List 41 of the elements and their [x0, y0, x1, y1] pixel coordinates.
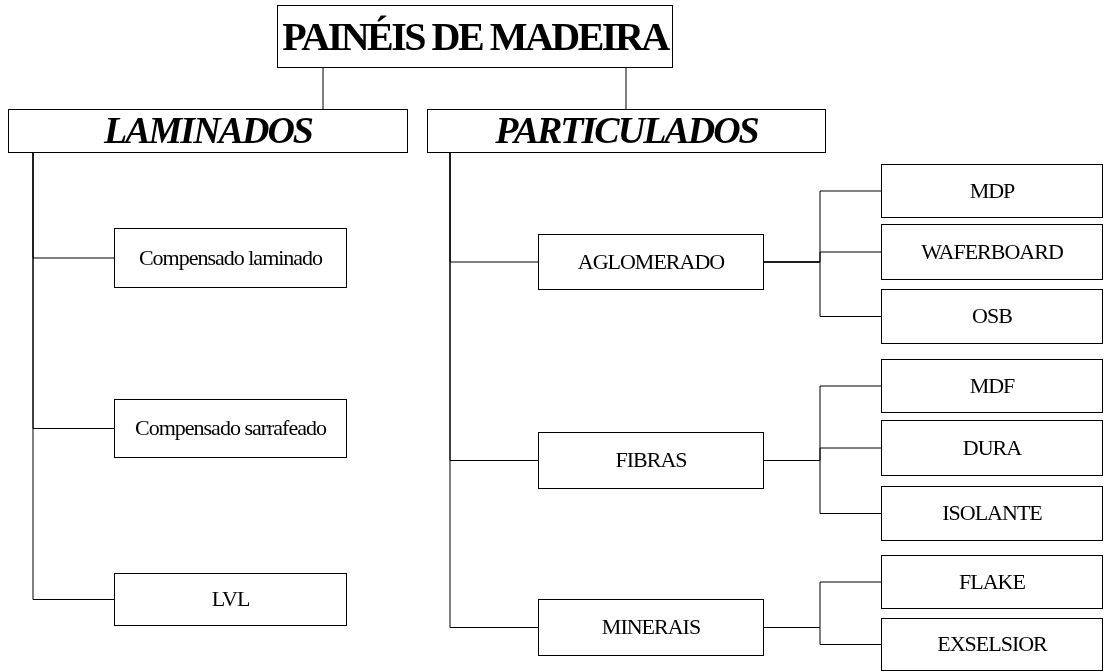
category-label: LAMINADOS	[104, 108, 312, 154]
category-box	[538, 432, 764, 489]
connector-line	[32, 152, 115, 600]
connector-line	[763, 627, 882, 645]
category-box	[881, 618, 1103, 671]
category-box	[881, 164, 1103, 218]
category-label: LVL	[211, 586, 250, 613]
connector-line	[625, 67, 627, 110]
category-label: MDF	[969, 372, 1015, 400]
category-box	[881, 224, 1103, 280]
connector-line	[322, 67, 324, 110]
connector-line	[763, 460, 882, 514]
category-box	[8, 109, 408, 153]
category-label: FLAKE	[959, 568, 1025, 596]
category-box	[881, 420, 1103, 476]
category-label: ISOLANTE	[942, 500, 1042, 527]
category-box	[881, 359, 1103, 413]
category-label: WAFERBOARD	[921, 238, 1063, 266]
category-label: PARTICULADOS	[495, 108, 758, 154]
connector-line	[763, 261, 882, 317]
category-label: PAINÉIS DE MADEIRA	[282, 12, 668, 61]
category-label: Compensado laminado	[138, 244, 323, 272]
category-label: EXSELSIOR	[937, 631, 1047, 658]
category-box	[114, 573, 347, 626]
category-label: DURA	[962, 434, 1022, 462]
category-box	[881, 555, 1103, 609]
category-box	[427, 109, 826, 153]
category-box	[538, 599, 764, 656]
category-label: MINERAIS	[601, 614, 701, 641]
category-label: OSB	[972, 303, 1012, 330]
category-box	[881, 486, 1103, 541]
category-label: FIBRAS	[615, 447, 687, 474]
category-box	[277, 5, 673, 68]
category-label: MDP	[969, 177, 1015, 205]
category-box	[881, 289, 1103, 344]
category-box	[114, 228, 347, 288]
category-label: Compensado sarrafeado	[135, 415, 326, 442]
connector-line	[449, 152, 539, 628]
category-box	[538, 234, 764, 290]
category-box	[114, 399, 347, 458]
category-label: AGLOMERADO	[577, 248, 725, 276]
